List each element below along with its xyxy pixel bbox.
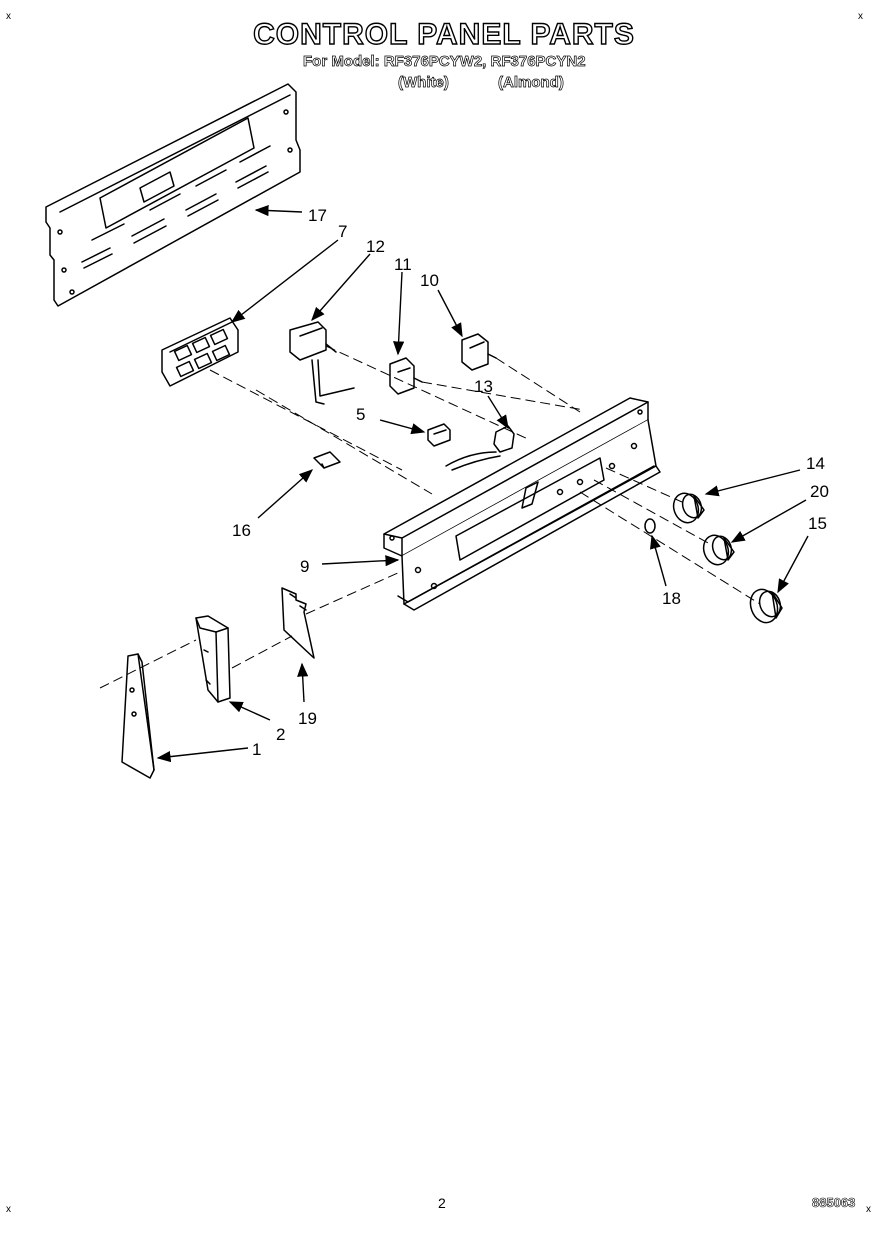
page-number: 2 (438, 1195, 446, 1211)
callout-10: 10 (420, 271, 439, 290)
callout-9: 9 (300, 557, 309, 576)
callout-14: 14 (806, 454, 825, 473)
callout-12: 12 (366, 237, 385, 256)
callout-20: 20 (810, 482, 829, 501)
callout-1: 1 (252, 740, 261, 759)
callout-2: 2 (276, 725, 285, 744)
touch-control-part-7 (161, 317, 239, 387)
model-subtitle: For Model: RF376PCYW2, RF376PCYN2 (303, 53, 586, 71)
callout-15: 15 (808, 514, 827, 533)
callout-16: 16 (232, 521, 251, 540)
end-cap-part-2 (195, 615, 231, 703)
corner-mark-top-right: x (858, 11, 863, 22)
assembly-lines (99, 345, 761, 689)
callout-19: 19 (298, 709, 317, 728)
knob-part-14 (672, 492, 705, 524)
side-trim-part-1 (121, 653, 155, 779)
clip-part-16 (313, 451, 341, 469)
callout-18: 18 (662, 589, 681, 608)
clip-part-13 (445, 425, 515, 471)
spacer-part-18 (644, 518, 656, 534)
callout-13: 13 (474, 377, 493, 396)
callout-17: 17 (308, 206, 327, 225)
callout-7: 7 (338, 222, 347, 241)
document-code: 885063 (812, 1195, 856, 1211)
corner-mark-bottom-right: x (866, 1204, 871, 1215)
page-title: CONTROL PANEL PARTS (252, 17, 635, 51)
connector-part-5 (427, 423, 451, 447)
knob-part-15 (749, 588, 783, 624)
control-panel-part-9 (383, 397, 661, 611)
leader-arrows (156, 204, 809, 763)
back-panel-part-17 (45, 83, 301, 307)
switch-part-10 (461, 333, 497, 371)
corner-mark-bottom-left: x (6, 1204, 11, 1215)
bracket-part-19 (281, 587, 315, 659)
switch-part-12 (289, 321, 355, 405)
callout-11: 11 (394, 255, 412, 274)
knob-part-20 (702, 534, 735, 566)
variant-white: (White) (398, 74, 450, 92)
variant-almond: (Almond) (498, 74, 565, 92)
callout-5: 5 (356, 405, 365, 424)
switch-part-11 (389, 357, 423, 395)
corner-mark-top-left: x (6, 11, 11, 22)
